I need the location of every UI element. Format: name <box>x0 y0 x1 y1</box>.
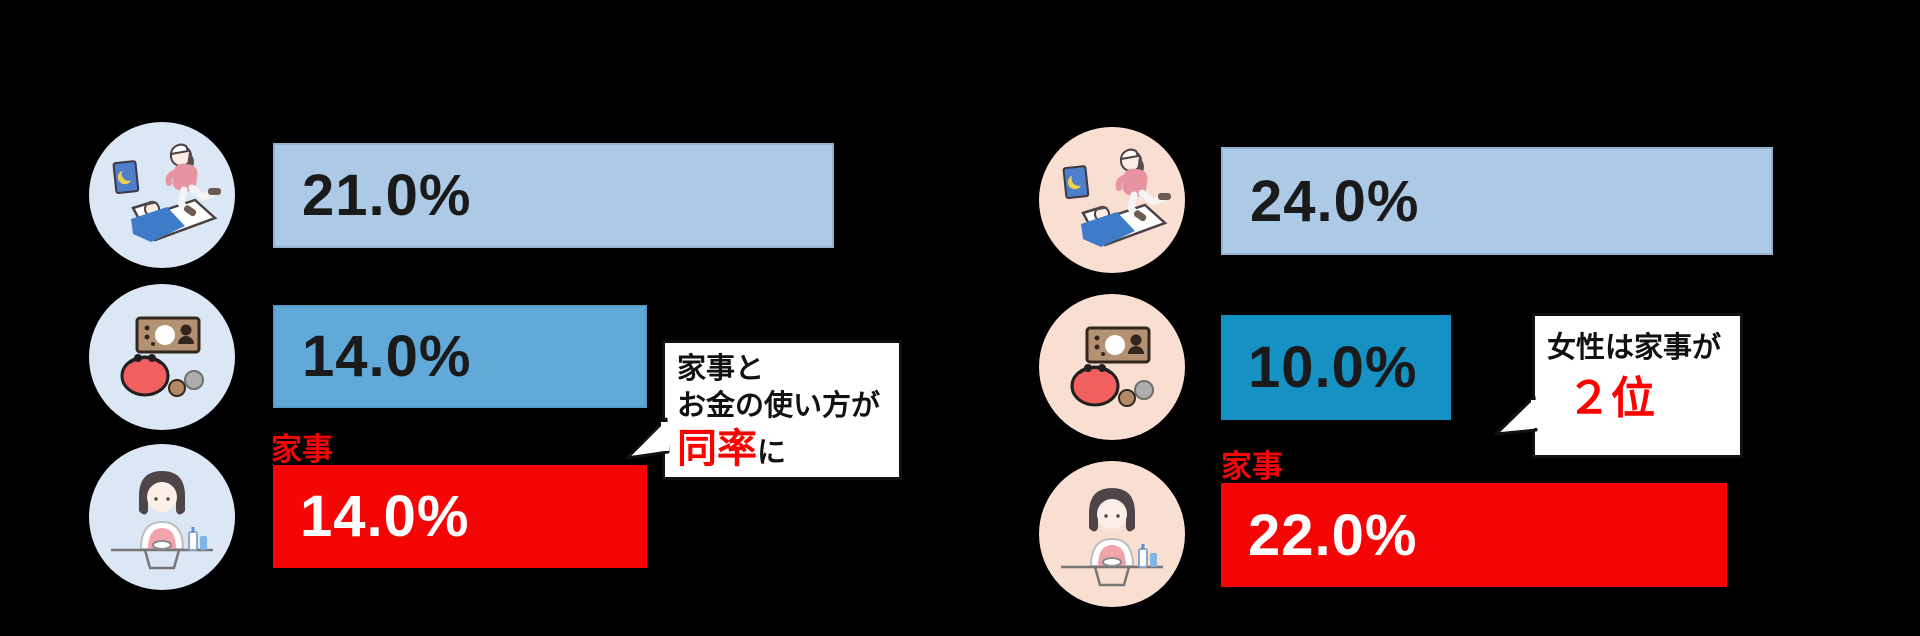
callout-right-highlight: ２位 <box>1567 374 1655 423</box>
callout-left-line3: 同率に <box>677 425 887 477</box>
callout-left-highlight: 同率 <box>677 427 757 471</box>
icon-circle-money-right <box>1039 294 1185 440</box>
callout-left-line1: 家事と <box>677 353 765 385</box>
category-label-housework-left: 家事 <box>271 432 333 467</box>
callout-right-tail <box>1494 395 1538 436</box>
bar-value-label: 10.0% <box>1248 335 1418 400</box>
bar-left-rank1: 21.0% <box>273 143 834 248</box>
icon-circle-housework-right <box>1039 461 1185 607</box>
callout-left: 家事と お金の使い方が 同率に <box>662 340 902 480</box>
bar-right-rank1: 24.0% <box>1221 147 1773 255</box>
bar-right-money: 10.0% <box>1221 315 1451 420</box>
icon-circle-housework-left <box>89 444 235 590</box>
housework-dishwashing-icon <box>1061 488 1163 587</box>
callout-right: 女性は家事が ２位 <box>1532 313 1743 458</box>
bar-right-housework: 22.0% <box>1221 483 1727 587</box>
category-label-housework-right: 家事 <box>1221 449 1283 484</box>
early-morning-run-icon <box>112 143 221 242</box>
callout-left-line3-rest: に <box>757 437 787 469</box>
bar-left-housework: 14.0% <box>273 465 647 568</box>
callout-right-line1: 女性は家事が <box>1547 332 1722 364</box>
money-wallet-icon <box>120 316 204 397</box>
money-wallet-icon <box>1070 326 1154 407</box>
icon-circle-money-left <box>89 284 235 430</box>
bar-value-label: 22.0% <box>1248 502 1418 568</box>
callout-left-line2: お金の使い方が <box>677 390 881 422</box>
bar-value-label: 21.0% <box>302 163 472 228</box>
bar-value-label: 24.0% <box>1250 168 1420 234</box>
icon-circle-wake-early-left <box>89 122 235 268</box>
early-morning-run-icon <box>1062 148 1171 247</box>
bar-left-rank2: 14.0% <box>273 305 647 408</box>
bar-value-label: 14.0% <box>302 324 472 389</box>
bar-value-label: 14.0% <box>300 484 470 549</box>
housework-dishwashing-icon <box>111 471 213 570</box>
icon-circle-wake-early-right <box>1039 127 1185 273</box>
